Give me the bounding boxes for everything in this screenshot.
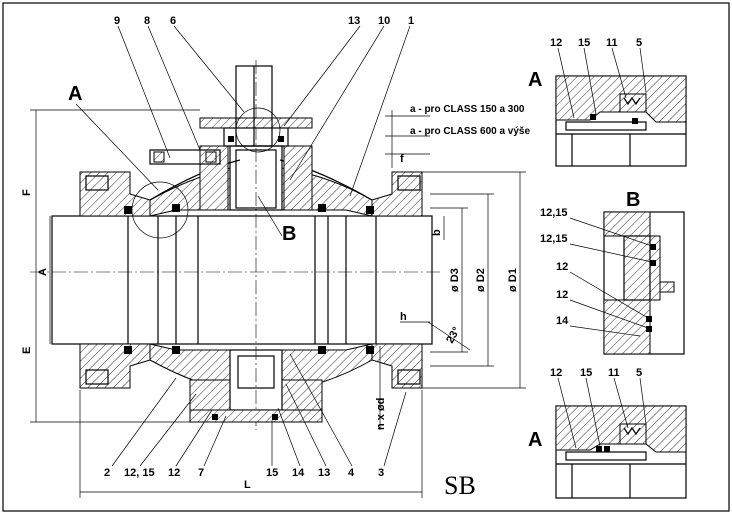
section-mark-b-main: B bbox=[282, 223, 296, 245]
dim-angle-label: 23° bbox=[444, 325, 463, 345]
callout-3: 3 bbox=[378, 467, 384, 479]
detail-b-callout-2: 12,15 bbox=[540, 233, 568, 245]
dim-a-label: A bbox=[37, 268, 49, 276]
section-mark-a-detail-top: A bbox=[528, 69, 542, 91]
callout-4: 4 bbox=[348, 467, 355, 479]
callout-13-bottom: 13 bbox=[318, 467, 330, 479]
detail-a-bottom-callout-15: 15 bbox=[580, 367, 592, 379]
detail-a-top-callout-12: 12 bbox=[550, 37, 562, 49]
section-mark-b-detail: B bbox=[626, 189, 640, 211]
section-mark-a-main: A bbox=[68, 83, 82, 105]
callout-10: 10 bbox=[378, 15, 390, 27]
callout-9: 9 bbox=[114, 15, 120, 27]
section-mark-a-detail-bottom: A bbox=[528, 429, 542, 451]
note-class-150: a - pro CLASS 150 a 300 bbox=[410, 104, 525, 115]
main-section-view bbox=[30, 60, 440, 430]
callout-7: 7 bbox=[198, 467, 204, 479]
dim-f-label: F bbox=[21, 189, 33, 196]
detail-a-top-callout-15: 15 bbox=[578, 37, 590, 49]
callout-8: 8 bbox=[144, 15, 150, 27]
note-class-600: a - pro CLASS 600 a výše bbox=[410, 126, 530, 137]
detail-b-callout-4: 12 bbox=[556, 289, 568, 301]
dim-e-label: E bbox=[21, 347, 33, 354]
detail-b-callout-1: 12,15 bbox=[540, 207, 568, 219]
labels: 9 8 6 13 10 1 A B 2 12, 15 12 7 15 14 13… bbox=[21, 15, 642, 500]
dim-d1-label: ø D1 bbox=[507, 268, 519, 292]
detail-b-callout-3: 12 bbox=[556, 261, 568, 273]
dim-holes-label: n x ød bbox=[375, 398, 387, 430]
detail-a-bottom-callout-11: 11 bbox=[608, 367, 620, 379]
detail-b-callout-5: 14 bbox=[556, 315, 569, 327]
detail-a-bottom bbox=[555, 377, 687, 499]
dim-h-label: h bbox=[400, 311, 407, 323]
dimension-lines bbox=[30, 109, 526, 498]
dim-l-label: L bbox=[244, 479, 251, 491]
detail-a-top bbox=[555, 47, 687, 167]
callout-6: 6 bbox=[170, 15, 176, 27]
dim-b-label: b bbox=[431, 229, 443, 236]
detail-b bbox=[569, 211, 685, 355]
callout-1: 1 bbox=[408, 15, 414, 27]
dim-d2-label: ø D2 bbox=[475, 268, 487, 292]
callout-12-15: 12, 15 bbox=[124, 467, 155, 479]
drawing-title: SB bbox=[444, 471, 476, 500]
detail-a-top-callout-11: 11 bbox=[606, 37, 618, 49]
detail-a-bottom-callout-12: 12 bbox=[550, 367, 562, 379]
dim-f-small-label: f bbox=[400, 153, 404, 165]
callout-2: 2 bbox=[104, 467, 110, 479]
callout-13-top: 13 bbox=[348, 15, 360, 27]
detail-a-top-callout-5: 5 bbox=[636, 37, 642, 49]
detail-a-bottom-callout-5: 5 bbox=[636, 367, 642, 379]
leader-lines bbox=[75, 25, 411, 467]
dim-d3-label: ø D3 bbox=[449, 268, 461, 292]
callout-12-bottom: 12 bbox=[168, 467, 180, 479]
callout-15-bottom: 15 bbox=[266, 467, 278, 479]
callout-14-bottom: 14 bbox=[292, 467, 305, 479]
